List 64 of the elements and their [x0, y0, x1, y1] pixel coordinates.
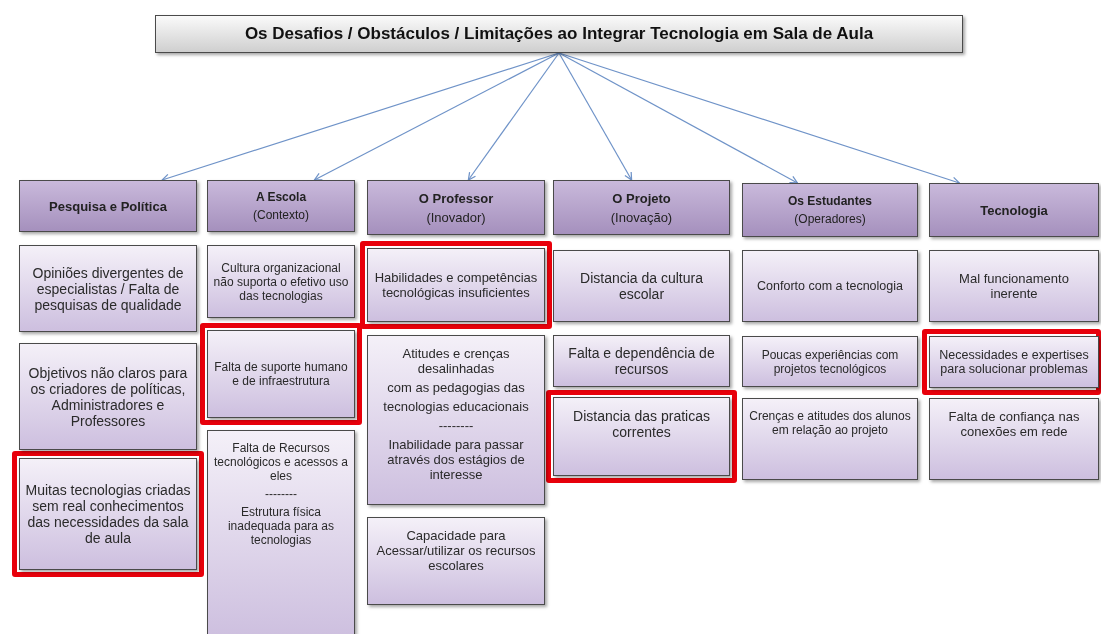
challenge-text: Capacidade para Acessar/utilizar os recursos escolares	[375, 528, 537, 573]
category-subtitle: (Inovador)	[426, 209, 486, 225]
category-title: Os Estudantes	[788, 194, 872, 208]
category-title: A Escola	[255, 190, 307, 204]
challenge-box	[207, 245, 355, 318]
category-header-box	[19, 180, 197, 232]
arrow	[467, 52, 560, 181]
category-header-box	[367, 180, 545, 235]
challenge-box	[929, 336, 1099, 388]
challenge-text: Objetivos não claros para os criadores de políticas, Administradores e Professores	[27, 364, 189, 429]
challenge-text: Mal funcionamento inerente	[958, 271, 1070, 301]
category-title: O Professor	[418, 190, 494, 206]
challenge-text: Estrutura física inadequada para as tecnologias	[226, 505, 336, 547]
challenge-box	[207, 330, 355, 418]
challenge-text: Falta de Recursos tecnológicos e acessos a eles	[212, 441, 350, 483]
category-subtitle: (Operadores)	[794, 212, 866, 226]
category-header-box	[207, 180, 355, 232]
challenge-box	[367, 335, 545, 505]
arrow	[313, 52, 560, 181]
challenge-box	[742, 250, 918, 322]
challenge-text: Falta de confiança nas conexões em rede	[947, 409, 1081, 439]
challenge-box	[553, 335, 730, 387]
challenge-text: Opiniões divergentes de especialistas / Falta de pesquisas de qualidade	[31, 264, 185, 313]
challenge-box	[742, 336, 918, 387]
challenge-text: Habilidades e competências tecnológicas insuficientes	[373, 270, 539, 300]
challenge-box	[929, 250, 1099, 322]
title-box	[155, 15, 963, 53]
challenge-text: Atitudes e crenças desalinhadas	[401, 346, 511, 376]
challenge-box	[367, 248, 545, 322]
challenge-text: --------	[265, 487, 297, 501]
challenge-box	[553, 250, 730, 322]
category-header-box	[742, 183, 918, 237]
challenge-box	[742, 398, 918, 480]
challenge-text: Muitas tecnologias criadas sem real conhecimentos das necessidades da sala de aula	[24, 482, 192, 546]
challenge-box	[19, 245, 197, 332]
category-title: Tecnologia	[980, 202, 1048, 218]
challenge-text: Conforto com a tecnologia	[757, 279, 903, 293]
challenge-text: Poucas experiências com projetos tecnológicos	[760, 347, 900, 376]
challenge-text: Distancia das praticas correntes	[572, 408, 711, 440]
challenge-box	[19, 458, 197, 570]
challenge-box	[553, 397, 730, 476]
category-subtitle: (Contexto)	[253, 208, 309, 222]
challenge-box	[19, 343, 197, 450]
category-header-box	[929, 183, 1099, 237]
challenge-text: com as pedagogias das	[387, 380, 525, 395]
challenge-text: Cultura organizacional não suporta o efetivo uso das tecnologias	[212, 260, 350, 303]
challenge-text: Falta e dependência de recursos	[567, 345, 716, 377]
category-title: O Projeto	[612, 190, 671, 206]
challenge-box	[367, 517, 545, 605]
challenge-text: Necessidades e expertises para solucionar problemas	[938, 348, 1090, 376]
category-header-box	[553, 180, 730, 235]
challenge-box	[207, 430, 355, 634]
challenge-text: Distancia da cultura escolar	[579, 270, 704, 302]
challenge-text: --------	[438, 418, 474, 433]
challenge-text: Inabilidade para passar através dos estágios de interesse	[386, 437, 526, 482]
arrow	[558, 52, 799, 184]
category-subtitle: (Inovação)	[610, 209, 673, 225]
challenge-text: Crenças e atitudes dos alunos em relação ao projeto	[748, 409, 912, 437]
title-text: Os Desafios / Obstáculos / Limitações ao Integrar Tecnologia em Sala de Aula	[244, 24, 874, 44]
arrow	[558, 52, 633, 181]
challenge-text: tecnologias educacionais	[383, 399, 529, 414]
challenge-text: Falta de suporte humano e de infraestrutura	[213, 360, 349, 388]
challenge-box	[929, 398, 1099, 480]
category-title: Pesquisa e Política	[49, 198, 167, 214]
